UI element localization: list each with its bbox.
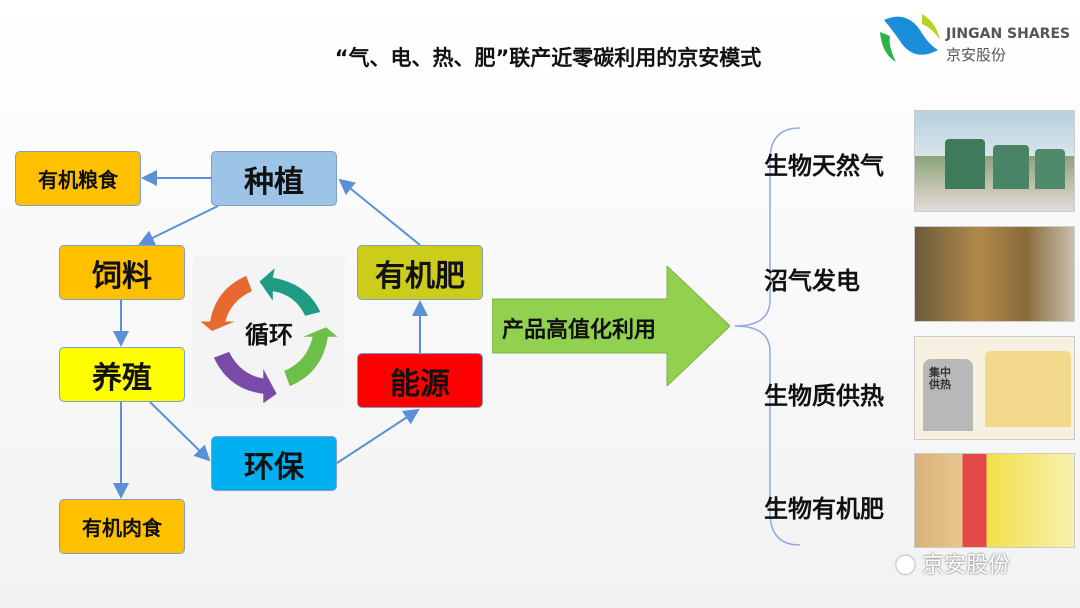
photo-biogas-plant xyxy=(914,110,1075,212)
node-breed: 养殖 xyxy=(59,347,185,402)
cycle-graphic: 循环 xyxy=(193,255,345,407)
watermark-text: 京安股份 xyxy=(921,553,1010,578)
arrow-env-energy xyxy=(336,408,420,464)
product-biogas: 生物天然气 xyxy=(764,152,884,180)
node-grain: 有机粮食 xyxy=(15,151,141,206)
product-power: 沼气发电 xyxy=(764,267,860,295)
node-energy: 能源 xyxy=(357,353,483,408)
arrow-breed-env xyxy=(149,401,211,462)
node-plant: 种植 xyxy=(211,151,337,206)
value-arrow-label: 产品高值化利用 xyxy=(502,318,657,343)
node-meat: 有机肉食 xyxy=(59,499,185,554)
cycle-label: 循环 xyxy=(245,321,293,349)
photo-heating: 集中供热 xyxy=(914,336,1075,440)
node-feed: 饲料 xyxy=(59,245,185,300)
photo-generator xyxy=(914,226,1075,322)
logo: JINGAN SHARES 京安股份 xyxy=(876,10,1076,66)
value-arrow: 产品高值化利用 xyxy=(491,264,731,388)
logo-cn: 京安股份 xyxy=(946,46,1007,64)
wechat-icon: ● xyxy=(895,549,916,577)
node-environment: 环保 xyxy=(211,436,337,491)
arrow-fert-plant xyxy=(338,178,421,246)
arrow-plant-feed xyxy=(138,205,219,246)
big-arrow-shape xyxy=(491,264,731,388)
cycle-arrows-icon xyxy=(200,268,338,404)
photo-fertilizer-products xyxy=(914,453,1075,548)
watermark: ● 京安股份 xyxy=(895,546,1010,580)
page-title: “气、电、热、肥”联产近零碳利用的京安模式 xyxy=(334,46,762,70)
logo-icon xyxy=(880,14,940,62)
heating-text: 集中供热 xyxy=(929,366,951,391)
product-heat: 生物质供热 xyxy=(764,382,884,410)
node-fertilizer: 有机肥 xyxy=(357,245,483,300)
logo-en: JINGAN SHARES xyxy=(946,26,1071,42)
brace xyxy=(734,127,801,546)
product-fertilizer: 生物有机肥 xyxy=(764,495,884,523)
